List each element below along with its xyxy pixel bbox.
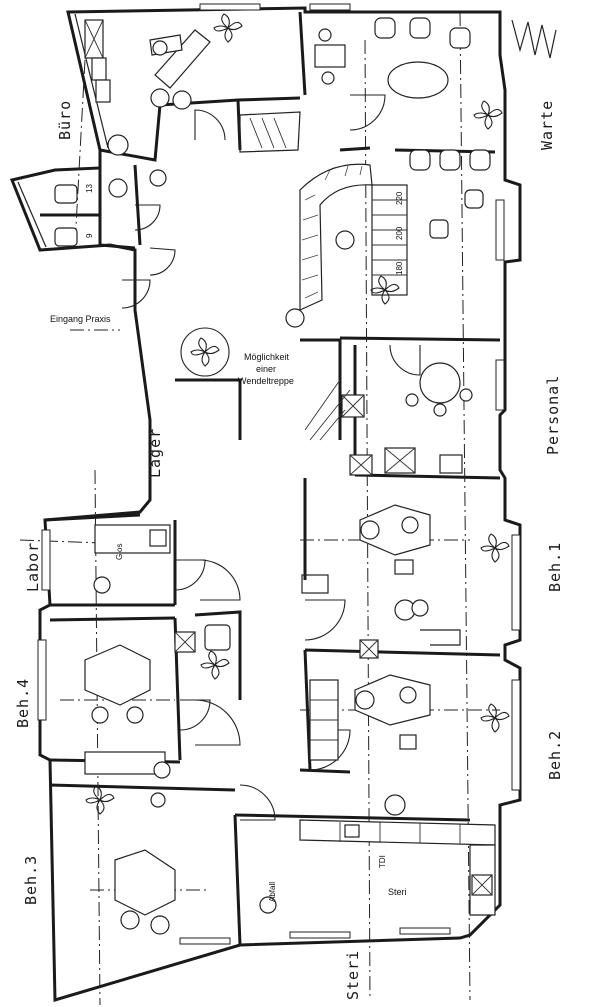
room-label-beh1: Beh.1 — [546, 542, 564, 592]
stair-dim-c: 220 — [395, 191, 404, 205]
wc-mark-2: 9 — [85, 233, 94, 238]
door-swings — [121, 94, 421, 821]
glos-mark: Glos — [115, 544, 124, 560]
tdi-mark: TDI — [378, 855, 387, 868]
furniture — [54, 17, 496, 935]
stair-dim-a: 180 — [395, 261, 404, 275]
room-label-personal: Personal — [544, 375, 562, 455]
spiral-stair-note-3: Wendeltreppe — [238, 376, 294, 386]
spiral-stair-note-1: Möglichkeit — [244, 352, 290, 362]
outer-walls — [9, 6, 522, 1002]
steri-room-label: Steri — [388, 887, 407, 897]
plant-symbols — [85, 13, 510, 815]
room-label-beh2: Beh.2 — [546, 730, 564, 780]
interior-walls — [40, 11, 501, 946]
room-label-buero: Büro — [56, 100, 74, 140]
room-label-steri-edge: Steri — [344, 950, 362, 1000]
room-label-lager: Lager — [146, 428, 164, 478]
entrance-label: Eingang Praxis — [50, 314, 111, 324]
wc-mark-1: 13 — [85, 184, 94, 193]
room-label-labor: Labor — [24, 542, 42, 592]
scribble-mark — [511, 19, 557, 59]
windows — [37, 3, 521, 945]
notes: Eingang Praxis Möglichkeit einer Wendelt… — [50, 314, 407, 897]
spiral-stair-note-2: einer — [256, 364, 276, 374]
room-label-warte: Warte — [538, 100, 556, 150]
room-label-beh3: Beh.3 — [22, 855, 40, 905]
small-marks: 13 9 Abfall TDI Glos 180 200 220 — [85, 184, 404, 902]
abfall-mark: Abfall — [268, 882, 277, 902]
room-labels: Büro Warte Personal Lager Labor Beh.1 Be… — [14, 100, 564, 1000]
room-label-beh4: Beh.4 — [14, 678, 32, 728]
stair-dim-b: 200 — [395, 226, 404, 240]
